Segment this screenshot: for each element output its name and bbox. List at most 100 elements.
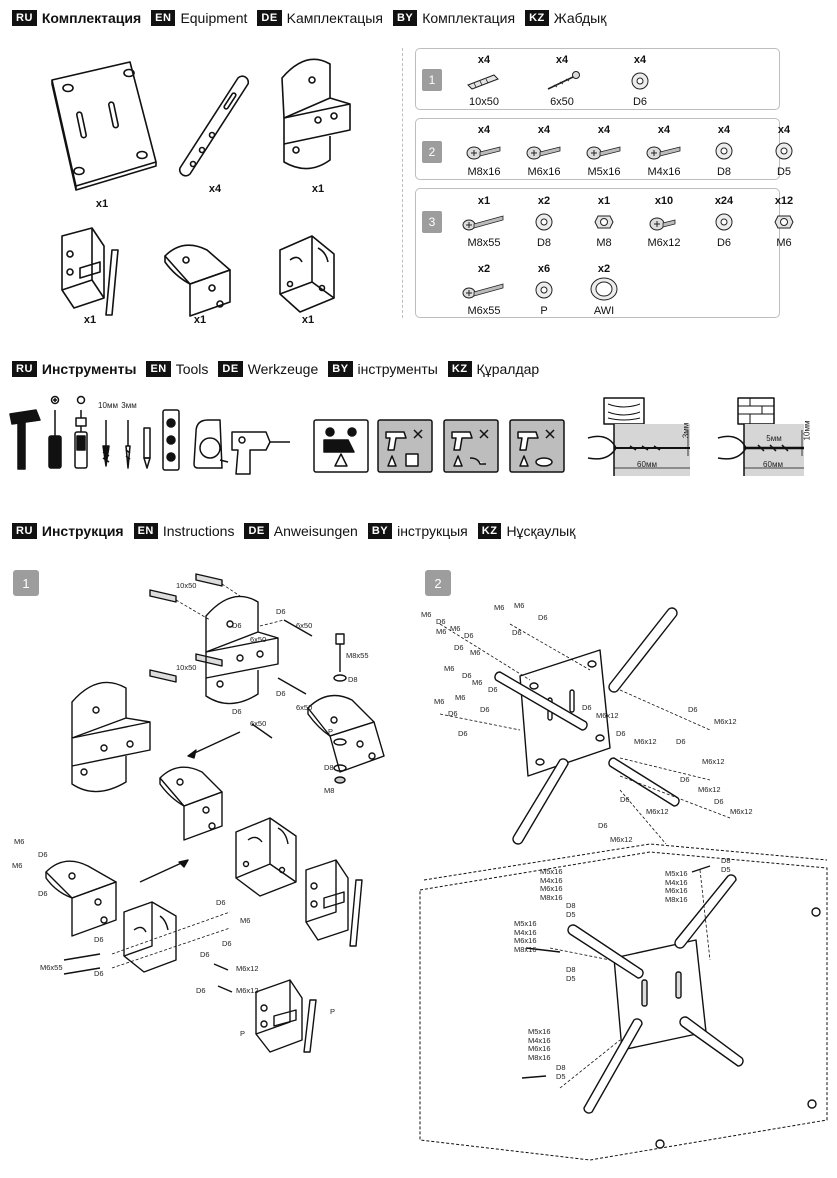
hardware-qty: x4 (477, 54, 491, 66)
hardware-qty: x2 (597, 263, 611, 275)
hardware-qty: x4 (633, 54, 647, 66)
hardware-qty: x10 (654, 195, 674, 207)
section-title: Instructions (162, 523, 235, 539)
hardware-size: M8 (596, 237, 612, 249)
tv-panel-dashed (420, 844, 827, 1160)
nut-icon (754, 208, 814, 236)
hardware-size: AWI (593, 305, 615, 317)
callout-m8: M8 (324, 786, 335, 795)
slot-bracket-part (280, 236, 334, 312)
drill-bit-size-10: 10мм (98, 401, 118, 410)
drill-bit-10mm-icon (103, 420, 109, 466)
lower-u-bracket (256, 980, 316, 1052)
callout-d8: D8 (348, 675, 358, 684)
hammer-icon (10, 410, 40, 469)
no-drill-water-icon (444, 420, 498, 472)
callout-p: P (328, 727, 334, 736)
lang-tag: EN (151, 10, 176, 26)
callout-m6: M6 (436, 627, 447, 636)
callout-d6: D6 (276, 689, 286, 698)
lang-tag: BY (367, 523, 393, 539)
lang-tag: EN (133, 523, 158, 539)
m6x55-bolt-icon (64, 954, 100, 974)
section-title: iнструкцыя (397, 523, 468, 539)
callout-m6: M6 (494, 603, 505, 612)
callout-d6: D6 (676, 737, 686, 746)
washer-icon (514, 208, 574, 236)
hardware-size: M6x16 (527, 166, 561, 178)
lang-tag: RU (12, 10, 37, 26)
hardware-size: M6 (776, 237, 792, 249)
callout-m6: M6 (470, 648, 481, 657)
callout-m6x12: M6x12 (698, 785, 721, 794)
u-bracket-qty: x1 (83, 314, 97, 326)
wood-wall-drill-diagram (588, 398, 690, 476)
callout-screw: 6x50 (250, 719, 267, 728)
hardware-qty: x6 (537, 263, 551, 275)
callout-d6: D6 (232, 621, 242, 630)
callout-d6: D6 (464, 631, 474, 640)
callout-d6: D6 (480, 705, 490, 714)
bolt-icon (522, 866, 710, 1078)
tape-measure-icon (194, 420, 228, 468)
lang-tag: BY (392, 10, 418, 26)
washer-icon (610, 67, 670, 95)
callout-m6: M6 (514, 601, 525, 610)
callout-d6: D6 (94, 935, 104, 944)
lower-slot-bracket (124, 902, 176, 972)
section-title: Tools (175, 361, 209, 377)
lang-tag: RU (12, 523, 37, 539)
bolt-set-label: M5x16 M4x16 M6x16 M8x16 (540, 867, 563, 902)
hardware-size: D6 (716, 237, 732, 249)
lang-tag: DE (257, 10, 282, 26)
m6x12-bolt-icon (214, 964, 232, 992)
callout-d6: D6 (688, 705, 698, 714)
section-title: Инструменты (41, 361, 137, 377)
callout-d6: D6 (488, 685, 498, 694)
callout-d6: D6 (512, 628, 522, 637)
callout-d6: D6 (538, 613, 548, 622)
callout-d6: D6 (94, 969, 104, 978)
callout-m6x12: M6x12 (236, 986, 259, 995)
no-drill-gas-icon (510, 420, 564, 472)
lang-tag: KZ (477, 523, 502, 539)
washer-icon (514, 276, 574, 304)
callout-d6: D6 (620, 795, 630, 804)
nut-icon (574, 208, 634, 236)
assembled-z-bracket (72, 682, 150, 791)
l-bracket-qty: x1 (193, 314, 207, 326)
wall-plate-part (52, 62, 156, 186)
tools-illustration (0, 390, 804, 476)
hardware-size: M4x16 (647, 166, 681, 178)
step-2-badge: 2 (425, 570, 451, 596)
callout-d6: D6 (458, 729, 468, 738)
phillips-screwdriver-icon (49, 397, 61, 469)
hardware-qty: x4 (537, 124, 551, 136)
callout-m6: M6 (434, 697, 445, 706)
section-title: Комплектация (41, 10, 142, 26)
z-bracket-part (282, 59, 330, 118)
parts-illustration (0, 40, 402, 330)
callout-d6: D6 (38, 889, 48, 898)
bracket-qty: x1 (311, 183, 325, 195)
section-title: iнструменты (357, 361, 438, 377)
hardware-qty: x4 (477, 124, 491, 136)
hardware-qty: x24 (714, 195, 734, 207)
lang-tag: RU (12, 361, 37, 377)
wood-depth-dim: 60мм (637, 460, 657, 469)
callout-m6x12: M6x12 (714, 717, 737, 726)
washer-set-label: D8 D5 (721, 856, 731, 874)
bolt-icon (634, 137, 694, 165)
lower-l-bracket (46, 861, 116, 936)
